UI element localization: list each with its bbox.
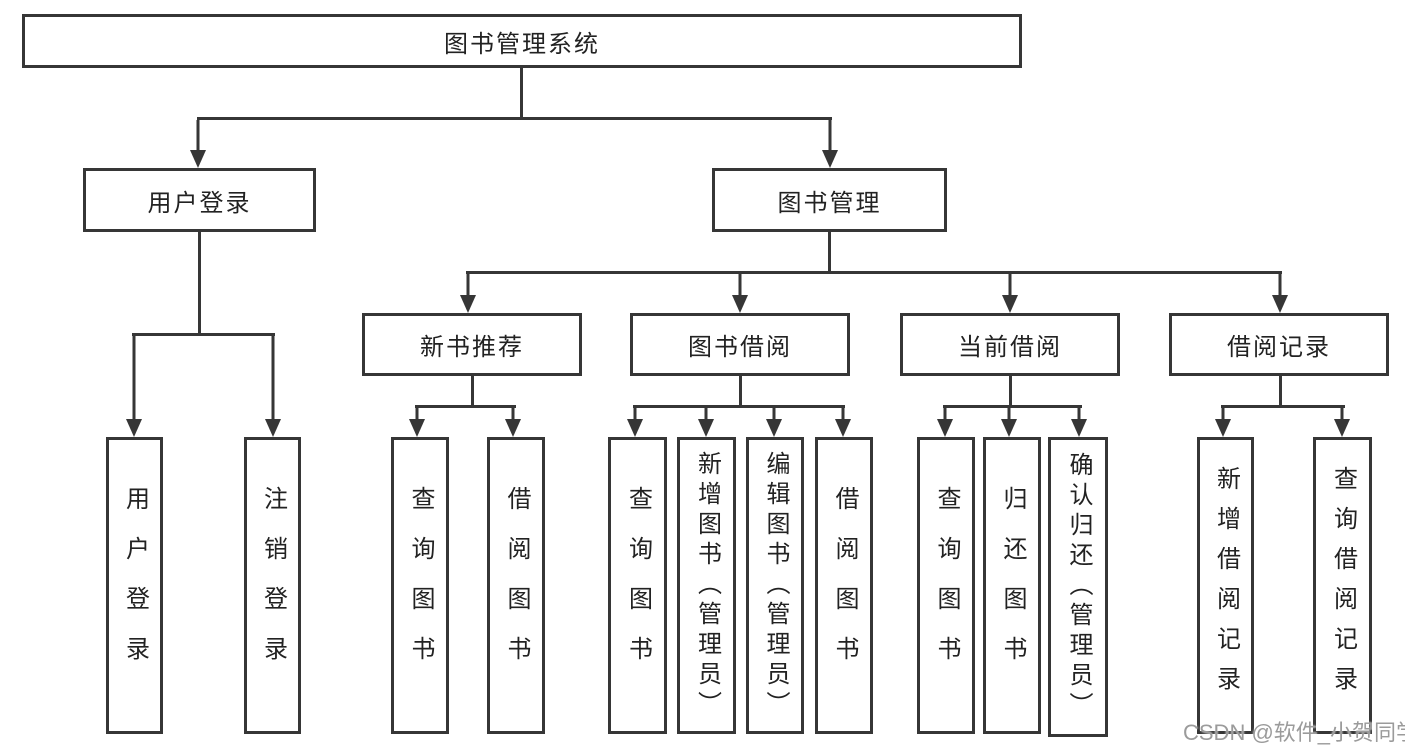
connector-line xyxy=(1279,376,1282,408)
leaf-current-confirm-return-admin: 确认归还（管理员） xyxy=(1048,437,1108,737)
leaf-borrowing-query-books: 查询图书 xyxy=(608,437,667,734)
arrow-down-icon xyxy=(732,274,748,313)
node-label: 图书借阅 xyxy=(688,334,792,361)
arrow-down-icon xyxy=(1002,274,1018,313)
node-label: 新增借阅记录 xyxy=(1212,465,1240,706)
node-label: 查询图书 xyxy=(407,485,434,686)
arrow-down-icon xyxy=(766,408,782,437)
connector-line xyxy=(520,68,523,120)
connector-line xyxy=(198,232,201,335)
node-current-borrowing: 当前借阅 xyxy=(900,313,1120,376)
arrow-down-icon xyxy=(698,408,714,437)
node-label: 图书管理系统 xyxy=(444,30,600,58)
connector-line xyxy=(943,405,1082,408)
node-label: 用户登录 xyxy=(121,485,149,686)
node-label: 图书管理 xyxy=(777,189,882,217)
arrow-down-icon xyxy=(505,408,521,437)
arrow-down-icon xyxy=(460,274,476,313)
node-label: 新书推荐 xyxy=(420,334,524,361)
leaf-current-return-books: 归还图书 xyxy=(983,437,1041,734)
arrow-down-icon xyxy=(1215,408,1231,437)
node-label: 当前借阅 xyxy=(958,334,1062,361)
arrow-down-icon xyxy=(1272,274,1288,313)
connector-line xyxy=(1009,376,1012,408)
node-borrowing-records: 借阅记录 xyxy=(1169,313,1389,376)
connector-line xyxy=(739,376,742,408)
arrow-down-icon xyxy=(627,408,643,437)
node-label: 借阅图书 xyxy=(503,485,530,686)
node-label: 用户登录 xyxy=(147,189,252,217)
arrow-down-icon xyxy=(1334,408,1350,437)
arrow-down-icon xyxy=(409,408,425,437)
connector-line xyxy=(828,232,831,274)
arrow-down-icon xyxy=(1001,408,1017,437)
node-label: 确认归还（管理员） xyxy=(1065,452,1092,722)
arrow-down-icon xyxy=(265,336,281,437)
node-label: 借阅图书 xyxy=(831,485,858,686)
connector-line xyxy=(1221,405,1345,408)
leaf-borrowing-borrow-books: 借阅图书 xyxy=(815,437,873,734)
arrow-down-icon xyxy=(835,408,851,437)
node-label: 编辑图书（管理员） xyxy=(762,450,789,721)
arrow-down-icon xyxy=(190,120,206,168)
node-label: 注销登录 xyxy=(259,485,287,686)
node-label: 查询借阅记录 xyxy=(1329,465,1357,706)
node-book-management: 图书管理 xyxy=(712,168,947,232)
connector-line xyxy=(466,271,1282,274)
leaf-user-login: 用户登录 xyxy=(106,437,163,734)
node-new-book-recommend: 新书推荐 xyxy=(362,313,582,376)
node-label: 归还图书 xyxy=(999,485,1026,686)
node-user-login: 用户登录 xyxy=(83,168,316,232)
arrow-down-icon xyxy=(126,336,142,437)
leaf-logout: 注销登录 xyxy=(244,437,301,734)
connector-line xyxy=(197,117,832,120)
node-library-management-system: 图书管理系统 xyxy=(22,14,1022,68)
leaf-borrowing-edit-books-admin: 编辑图书（管理员） xyxy=(746,437,804,734)
node-label: 新增图书（管理员） xyxy=(693,450,721,721)
arrow-down-icon xyxy=(1071,408,1087,437)
connector-line xyxy=(132,333,275,336)
node-label: 借阅记录 xyxy=(1227,334,1331,361)
leaf-records-query-borrow-record: 查询借阅记录 xyxy=(1313,437,1372,734)
node-label: 查询图书 xyxy=(624,485,652,686)
arrow-down-icon xyxy=(822,120,838,168)
node-label: 查询图书 xyxy=(933,485,960,686)
leaf-newbooks-borrow-books: 借阅图书 xyxy=(487,437,545,734)
connector-line xyxy=(415,405,516,408)
leaf-current-query-books: 查询图书 xyxy=(917,437,975,734)
csdn-watermark: CSDN @软件_小贺同学 xyxy=(1183,720,1405,745)
arrow-down-icon xyxy=(937,408,953,437)
connector-line xyxy=(633,405,845,408)
node-book-borrowing: 图书借阅 xyxy=(630,313,850,376)
leaf-borrowing-add-books-admin: 新增图书（管理员） xyxy=(677,437,736,734)
connector-line xyxy=(471,376,474,408)
leaf-records-add-borrow-record: 新增借阅记录 xyxy=(1197,437,1254,734)
leaf-newbooks-query-books: 查询图书 xyxy=(391,437,449,734)
